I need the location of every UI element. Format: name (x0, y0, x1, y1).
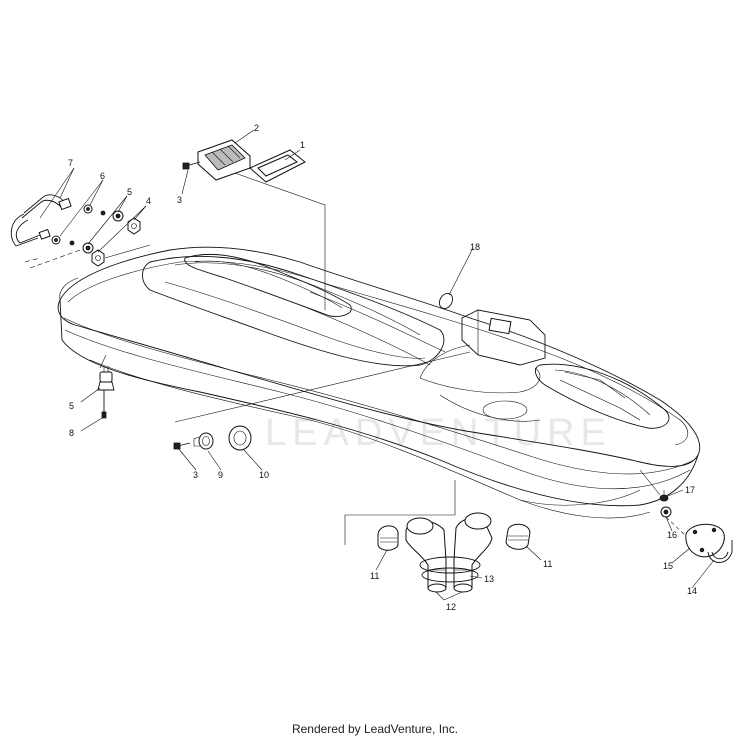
part-clamp-right (505, 523, 531, 550)
hull-drawing (57, 246, 700, 519)
callout-1: 1 (300, 140, 305, 150)
callout-16: 16 (667, 530, 677, 540)
part-drain-plug (97, 366, 115, 391)
callout-11-right: 11 (543, 559, 552, 569)
part-nuts (82, 210, 124, 254)
callout-10: 10 (259, 470, 269, 480)
callout-leaders (39, 129, 715, 601)
part-o-ring (438, 293, 454, 309)
part-bands (419, 556, 481, 583)
part-bushing (193, 432, 214, 450)
callout-14: 14 (687, 586, 697, 596)
callout-11-left: 11 (370, 571, 379, 581)
footer-credit: Rendered by LeadVenture, Inc. (291, 722, 459, 736)
callout-17: 17 (685, 485, 695, 495)
callout-3-top: 3 (177, 195, 182, 205)
part-gasket (249, 149, 306, 183)
part-screw-middle (173, 442, 191, 450)
callout-7: 7 (68, 158, 73, 168)
callout-9: 9 (218, 470, 223, 480)
part-flange (228, 425, 252, 451)
part-bow-eye (707, 540, 733, 563)
leader-lines (24, 171, 661, 545)
part-clamp-left (377, 525, 399, 551)
watermark-text: LEADVENTURE (265, 412, 612, 454)
callout-3-middle: 3 (193, 470, 198, 480)
part-hoses (10, 194, 72, 247)
part-caps (91, 217, 141, 267)
callout-5-lower: 5 (69, 401, 74, 411)
callout-13: 13 (484, 574, 494, 584)
callout-labels: 1 2 3 4 5 6 7 5 8 3 9 10 11 11 12 13 14 … (68, 123, 697, 612)
part-screw-lower (101, 390, 107, 419)
callout-12: 12 (446, 602, 456, 612)
callout-15: 15 (663, 561, 673, 571)
part-bow-eye-plate (685, 523, 725, 558)
callout-18: 18 (470, 242, 480, 252)
part-screw-top (182, 161, 201, 170)
callout-4: 4 (146, 196, 151, 206)
part-nut-rear (659, 490, 669, 502)
callout-6: 6 (100, 171, 105, 181)
callout-2: 2 (254, 123, 259, 133)
part-fittings (51, 204, 106, 246)
part-elbow-tubes (405, 512, 493, 593)
part-grate (197, 139, 251, 181)
callout-8: 8 (69, 428, 74, 438)
callout-5-top: 5 (127, 187, 132, 197)
